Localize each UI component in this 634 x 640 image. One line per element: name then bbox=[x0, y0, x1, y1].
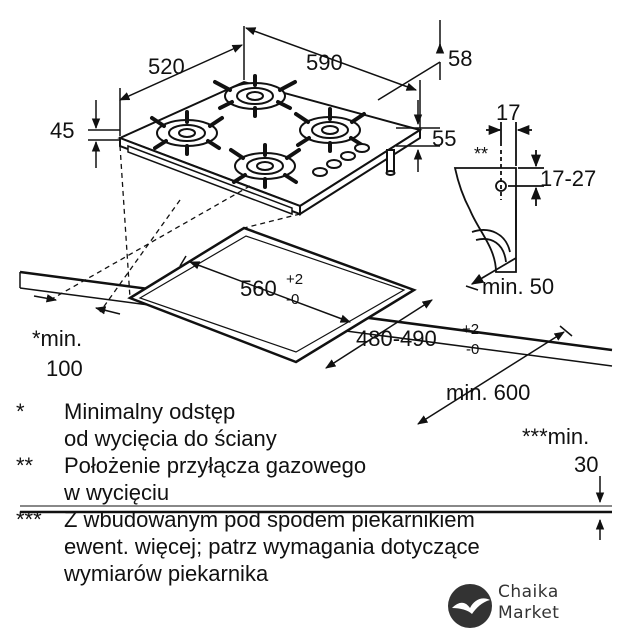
gas-connector bbox=[385, 149, 396, 176]
dim-480-490: 480-490 bbox=[356, 326, 437, 351]
footnote-text: od wycięcia do ściany bbox=[64, 426, 277, 451]
seagull-icon bbox=[448, 584, 492, 628]
footnote-1: * Minimalny odstęp od wycięcia do ściany bbox=[16, 398, 480, 452]
dim-590: 590 bbox=[306, 50, 343, 75]
logo-line-1: Chaika bbox=[498, 582, 559, 602]
dim-17: 17 bbox=[496, 100, 520, 125]
footnote-3: *** Z wbudowanym pod spodem piekarnikiem… bbox=[16, 506, 480, 587]
logo-text: Chaika Market bbox=[498, 582, 559, 624]
dim-55: 55 bbox=[432, 126, 456, 151]
dim-17-27: 17-27 bbox=[540, 166, 596, 191]
chaika-market-logo: Chaika Market bbox=[446, 580, 626, 636]
dim-min-30-label: ***min. bbox=[522, 424, 589, 449]
dim-560-tol-hi: +2 bbox=[286, 271, 303, 288]
dim-480-490-tol-hi: +2 bbox=[462, 321, 479, 338]
footnote-text: w wycięciu bbox=[64, 480, 170, 505]
footnotes: * Minimalny odstęp od wycięcia do ściany… bbox=[16, 398, 480, 587]
footnote-text: Położenie przyłącza gazowego bbox=[64, 453, 367, 478]
dim-560: 560 bbox=[240, 276, 277, 301]
dim-min-600: min. 600 bbox=[446, 380, 530, 405]
burner-front-right bbox=[229, 143, 301, 189]
footnote-text: Minimalny odstęp bbox=[64, 399, 236, 424]
projection-lines bbox=[49, 145, 301, 313]
hob-drawing bbox=[117, 74, 423, 216]
dim-min-100-label: *min. bbox=[32, 326, 82, 351]
control-knobs bbox=[312, 143, 370, 177]
gas-position-marker: ** bbox=[474, 144, 488, 164]
logo-line-2: Market bbox=[498, 603, 560, 623]
connector-side-profile bbox=[453, 122, 544, 285]
dim-520: 520 bbox=[148, 54, 185, 79]
footnote-marker: * bbox=[16, 399, 25, 424]
footnote-text: wymiarów piekarnika bbox=[64, 561, 269, 586]
dim-min-30-value: 30 bbox=[574, 452, 598, 477]
footnote-marker: *** bbox=[16, 507, 42, 532]
footnote-text: ewent. więcej; patrz wymagania dotyczące bbox=[64, 534, 480, 559]
dim-min-100-value: 100 bbox=[46, 356, 83, 381]
dim-560-tol-lo: -0 bbox=[286, 291, 299, 308]
dim-58: 58 bbox=[448, 46, 472, 71]
dim-45: 45 bbox=[50, 118, 74, 143]
footnote-text: Z wbudowanym pod spodem piekarnikiem bbox=[64, 507, 475, 532]
footnote-2: ** Położenie przyłącza gazowego w wycięc… bbox=[16, 452, 480, 506]
footnote-marker: ** bbox=[16, 453, 34, 478]
dim-480-490-tol-lo: -0 bbox=[466, 341, 479, 358]
burner-front-left bbox=[150, 110, 224, 156]
dim-min-50: min. 50 bbox=[482, 274, 554, 299]
burner-back-right bbox=[294, 107, 366, 153]
